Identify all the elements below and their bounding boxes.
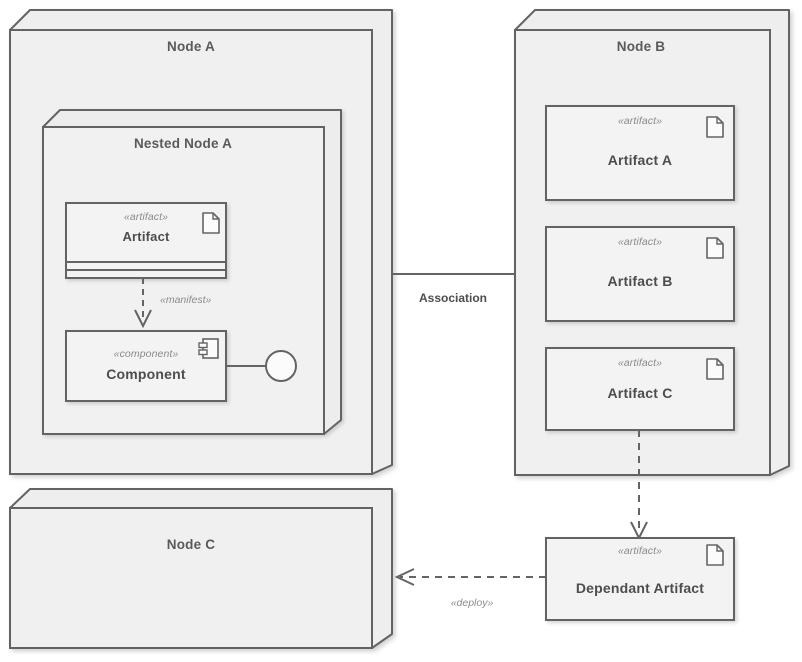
document-icon (202, 212, 220, 234)
artifact-b-stereotype: «artifact» (617, 236, 663, 248)
node-c-title: Node C (166, 537, 216, 552)
component-shape[interactable] (65, 330, 227, 402)
node-b-title: Node B (616, 39, 666, 54)
document-icon (706, 237, 724, 259)
dependant-artifact-name: Dependant Artifact (575, 580, 705, 596)
manifest-edge-label: «manifest» (160, 294, 212, 306)
association-edge-label: Association (415, 290, 491, 306)
artifact-a-name: Artifact A (607, 152, 673, 168)
node-c-shape[interactable] (9, 488, 393, 649)
component-name: Component (106, 366, 186, 382)
artifact-c-shape[interactable] (545, 347, 735, 431)
artifact-in-nested-name: Artifact (122, 229, 170, 244)
dependant-artifact-stereotype: «artifact» (617, 545, 663, 557)
component-stereotype: «component» (113, 348, 179, 360)
dependant-artifact-shape[interactable] (545, 537, 735, 621)
artifact-in-nested-shape[interactable] (65, 202, 227, 279)
document-icon (706, 544, 724, 566)
artifact-a-stereotype: «artifact» (617, 115, 663, 127)
artifact-b-shape[interactable] (545, 226, 735, 322)
deploy-edge-label: «deploy» (450, 597, 494, 609)
artifact-c-name: Artifact C (607, 385, 673, 401)
deploy-edge[interactable] (394, 568, 546, 586)
artifact-b-name: Artifact B (607, 273, 673, 289)
artifact-c-stereotype: «artifact» (617, 357, 663, 369)
artifact-in-nested-stereotype: «artifact» (123, 211, 169, 223)
document-icon (706, 358, 724, 380)
node-a-title: Node A (167, 39, 215, 54)
ball-interface-icon[interactable] (226, 350, 297, 382)
artifact-a-shape[interactable] (545, 105, 735, 201)
nested-node-a-title: Nested Node A (133, 136, 233, 151)
document-icon (706, 116, 724, 138)
component-icon (198, 338, 219, 359)
manifest-edge[interactable] (134, 278, 152, 329)
